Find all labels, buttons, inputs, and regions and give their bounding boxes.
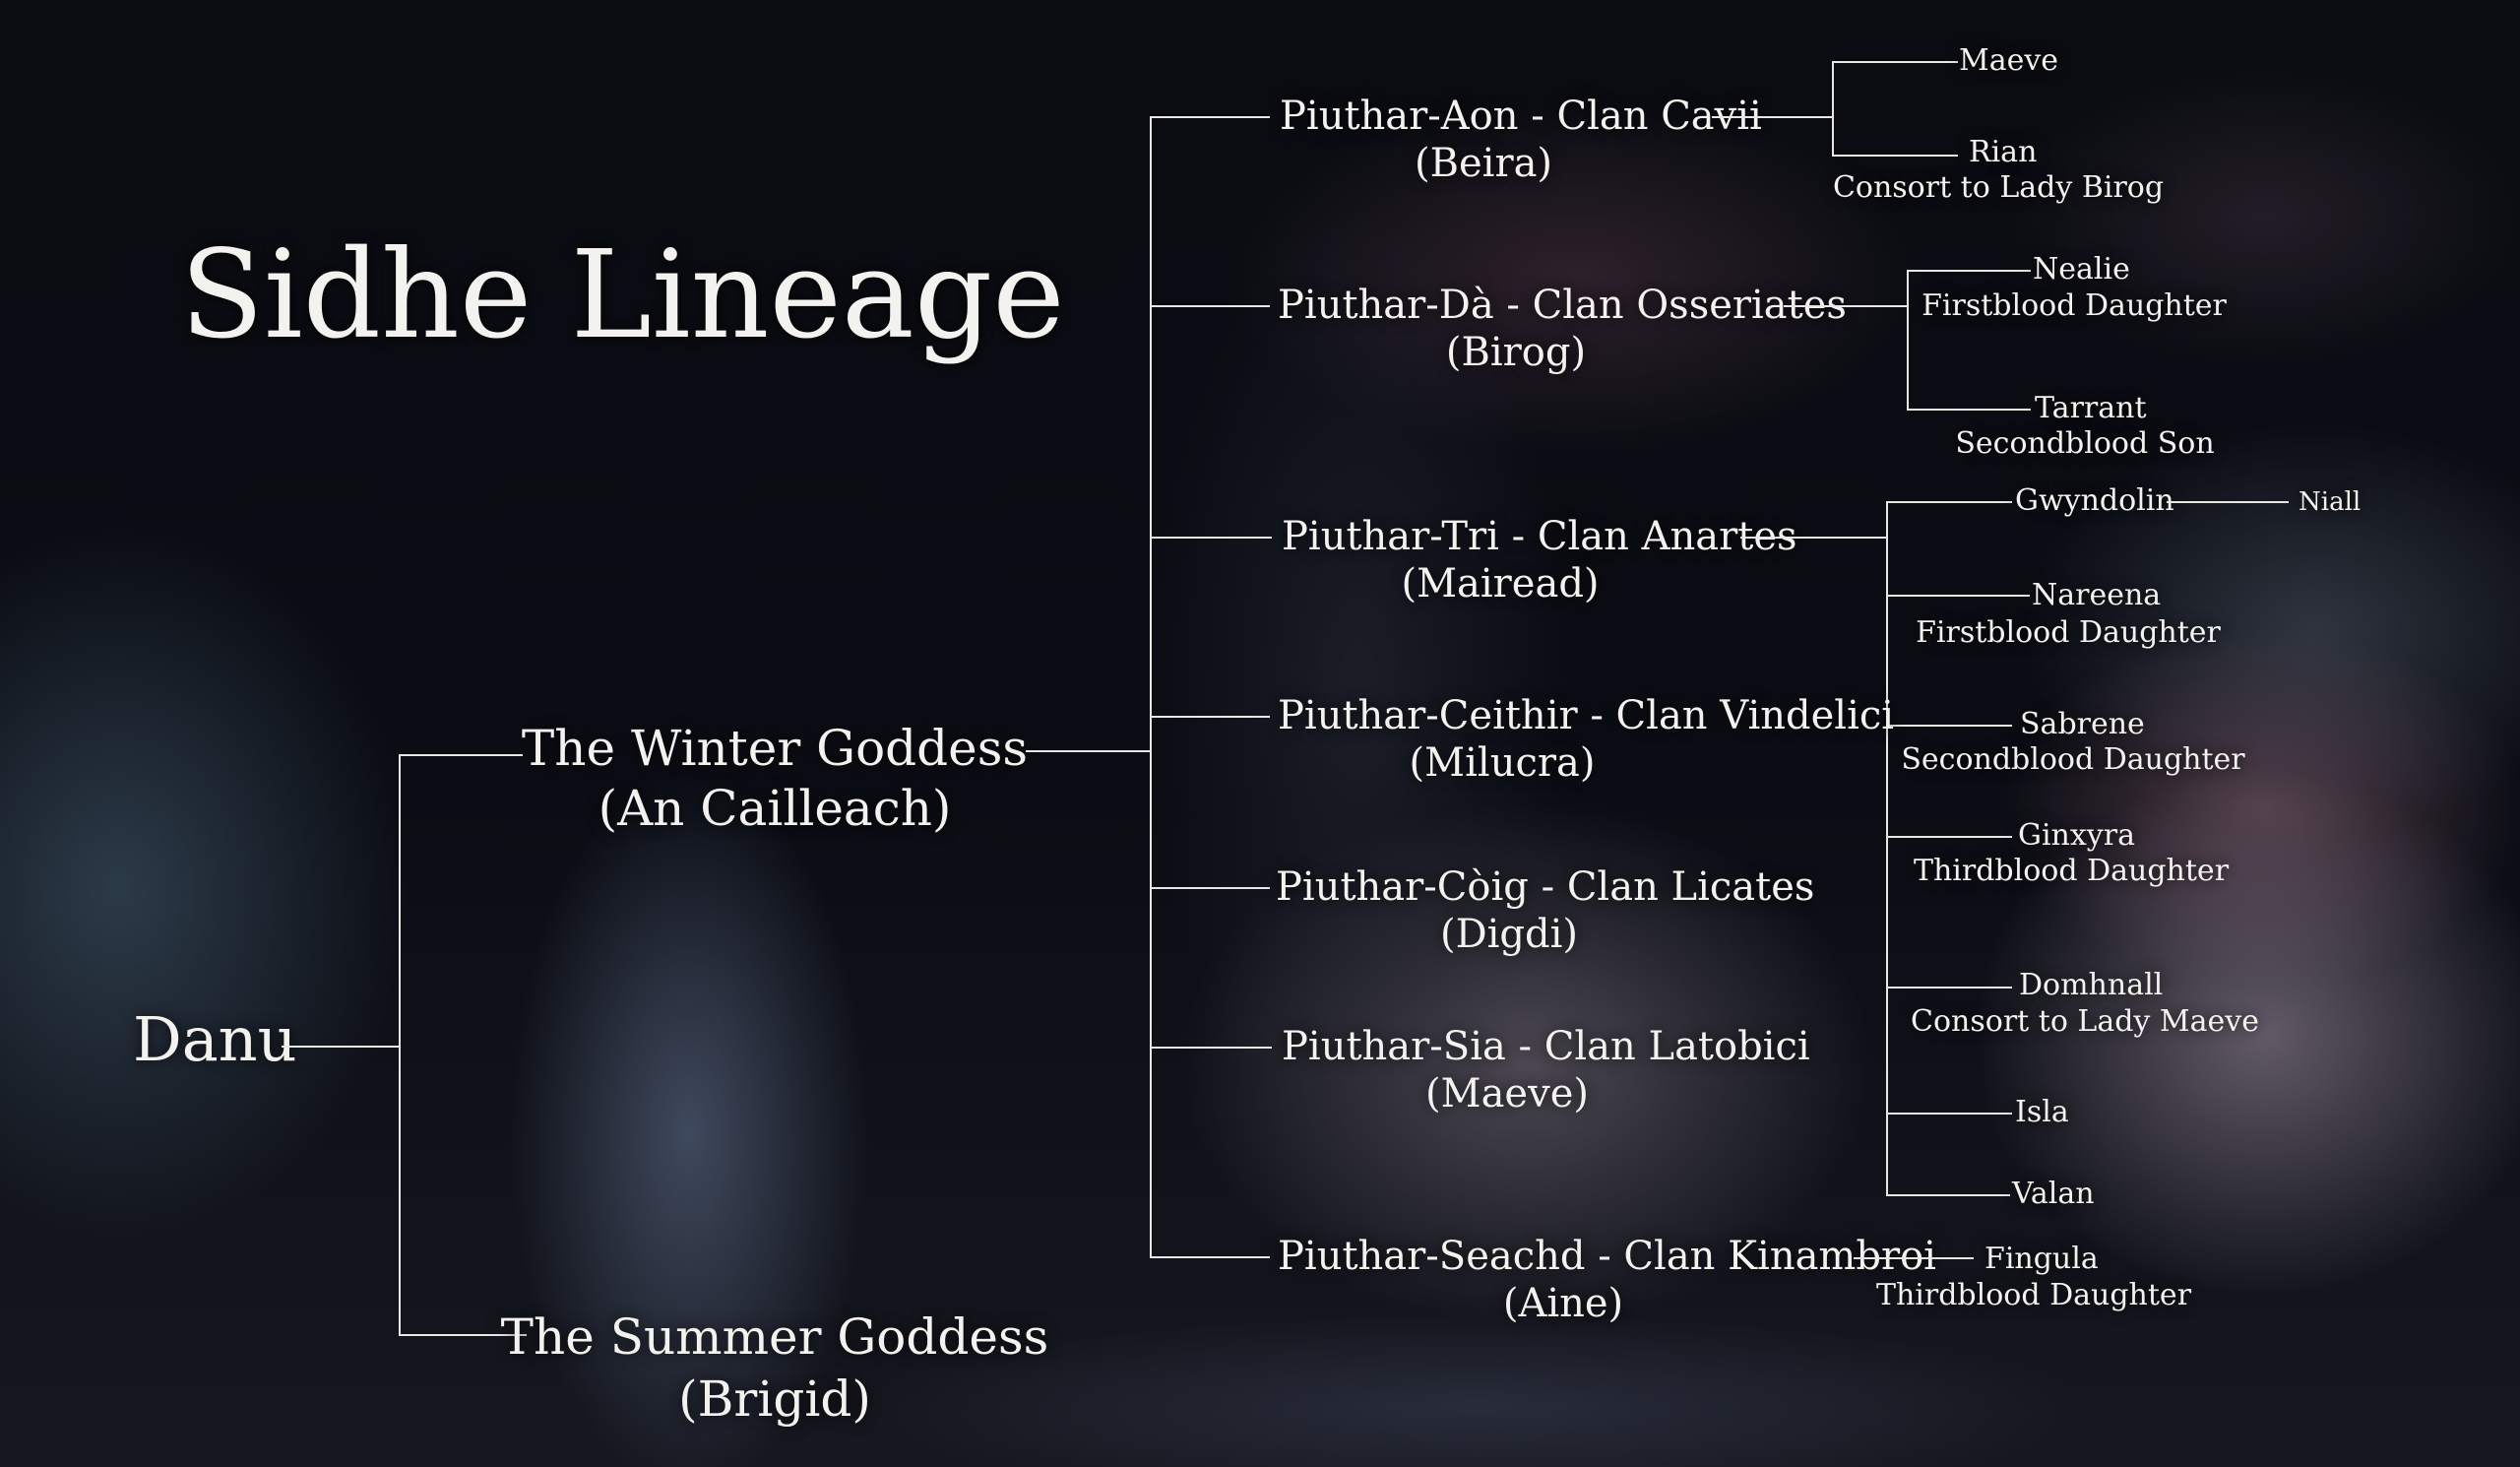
node-domhnall: Domhnall	[2019, 968, 2164, 1002]
connector-ginxyra	[1886, 836, 2012, 838]
node-clan-latobici: Piuthar-Sia - Clan Latobici	[1282, 1024, 1810, 1069]
connector-summer	[399, 1334, 527, 1336]
connector-nealie	[1907, 270, 2031, 272]
connector-cavii-trunk	[1832, 61, 1834, 156]
connector-maeve	[1832, 61, 1958, 63]
node-fingula-role: Thirdblood Daughter	[1875, 1278, 2192, 1312]
node-gwyndolin: Gwyndolin	[2015, 483, 2174, 518]
node-winter-goddess-alias: (An Cailleach)	[598, 780, 952, 837]
connector-nareena	[1886, 595, 2030, 597]
node-clan-cavii: Piuthar-Aon - Clan Cavii	[1280, 94, 1762, 139]
node-sabrene: Sabrene	[2020, 707, 2145, 741]
node-winter-goddess: The Winter Goddess	[521, 720, 1029, 777]
node-clan-vindelici: Piuthar-Ceithir - Clan Vindelici	[1278, 693, 1895, 738]
connector-anartes-children	[1740, 537, 1887, 539]
connector-valan	[1886, 1194, 2010, 1196]
node-clan-cavii-leader: (Beira)	[1414, 141, 1553, 186]
node-summer-goddess: The Summer Goddess	[500, 1308, 1049, 1366]
node-clan-licates-leader: (Digdi)	[1439, 912, 1579, 957]
node-clan-anartes-leader: (Mairead)	[1401, 561, 1600, 606]
connector-winter	[399, 754, 523, 756]
node-clan-licates: Piuthar-Còig - Clan Licates	[1276, 864, 1815, 910]
node-danu: Danu	[133, 1003, 297, 1075]
connector-clan-anartes	[1150, 537, 1272, 539]
connector-clan-licates	[1150, 887, 1270, 889]
connector-winter-clans	[1026, 750, 1152, 752]
node-summer-goddess-alias: (Brigid)	[678, 1371, 871, 1428]
connector-clan-vindelici	[1150, 716, 1270, 718]
node-ginxyra: Ginxyra	[2018, 818, 2135, 853]
node-clan-osseriates: Piuthar-Dà - Clan Osseriates	[1278, 283, 1847, 328]
connector-goddesses-trunk	[399, 755, 401, 1336]
node-clan-vindelici-leader: (Milucra)	[1409, 740, 1596, 786]
connector-rian	[1832, 155, 1958, 157]
node-clan-osseriates-leader: (Birog)	[1445, 330, 1587, 375]
connector-anartes-trunk	[1886, 501, 1888, 1195]
node-sabrene-role: Secondblood Daughter	[1901, 742, 2245, 777]
node-domhnall-role: Consort to Lady Maeve	[1911, 1004, 2259, 1039]
connector-fingula	[1854, 1257, 1974, 1259]
connector-isla	[1886, 1113, 2012, 1115]
node-clan-anartes: Piuthar-Tri - Clan Anartes	[1282, 514, 1797, 559]
connector-osseriates-children	[1784, 305, 1908, 307]
node-nealie-role: Firstblood Daughter	[1922, 288, 2227, 323]
connector-gwyndolin	[1886, 501, 2012, 503]
connector-clan-kinambroi	[1150, 1256, 1270, 1258]
connector-cavii-children	[1712, 116, 1832, 118]
diagram-title: Sidhe Lineage	[180, 224, 1065, 366]
connector-tarrant	[1907, 409, 2031, 411]
connector-danu	[282, 1046, 400, 1048]
node-rian-role: Consort to Lady Birog	[1832, 170, 2165, 205]
node-clan-kinambroi-leader: (Aine)	[1502, 1281, 1624, 1326]
connector-clan-latobici	[1150, 1047, 1272, 1049]
node-ginxyra-role: Thirdblood Daughter	[1913, 854, 2230, 888]
node-clan-latobici-leader: (Maeve)	[1425, 1071, 1589, 1116]
node-maeve: Maeve	[1959, 43, 2059, 78]
node-tarrant-role: Secondblood Son	[1955, 426, 2215, 461]
node-valan: Valan	[2012, 1177, 2095, 1211]
connector-domhnall	[1886, 987, 2012, 989]
connector-niall	[2167, 501, 2289, 503]
connector-sabrene	[1886, 725, 2012, 727]
connector-clan-osseriates	[1150, 305, 1270, 307]
node-nealie: Nealie	[2033, 252, 2130, 287]
connector-clans-trunk	[1150, 116, 1152, 1258]
node-rian: Rian	[1969, 135, 2038, 169]
node-fingula: Fingula	[1984, 1242, 2099, 1276]
node-nareena: Nareena	[2032, 578, 2162, 612]
node-isla: Isla	[2015, 1095, 2069, 1129]
node-nareena-role: Firstblood Daughter	[1916, 615, 2221, 650]
node-tarrant: Tarrant	[2035, 391, 2147, 425]
connector-osseriates-trunk	[1907, 270, 1909, 410]
connector-clan-cavii	[1150, 116, 1270, 118]
node-clan-kinambroi: Piuthar-Seachd - Clan Kinambroi	[1278, 1234, 1936, 1279]
node-niall: Niall	[2299, 487, 2362, 517]
